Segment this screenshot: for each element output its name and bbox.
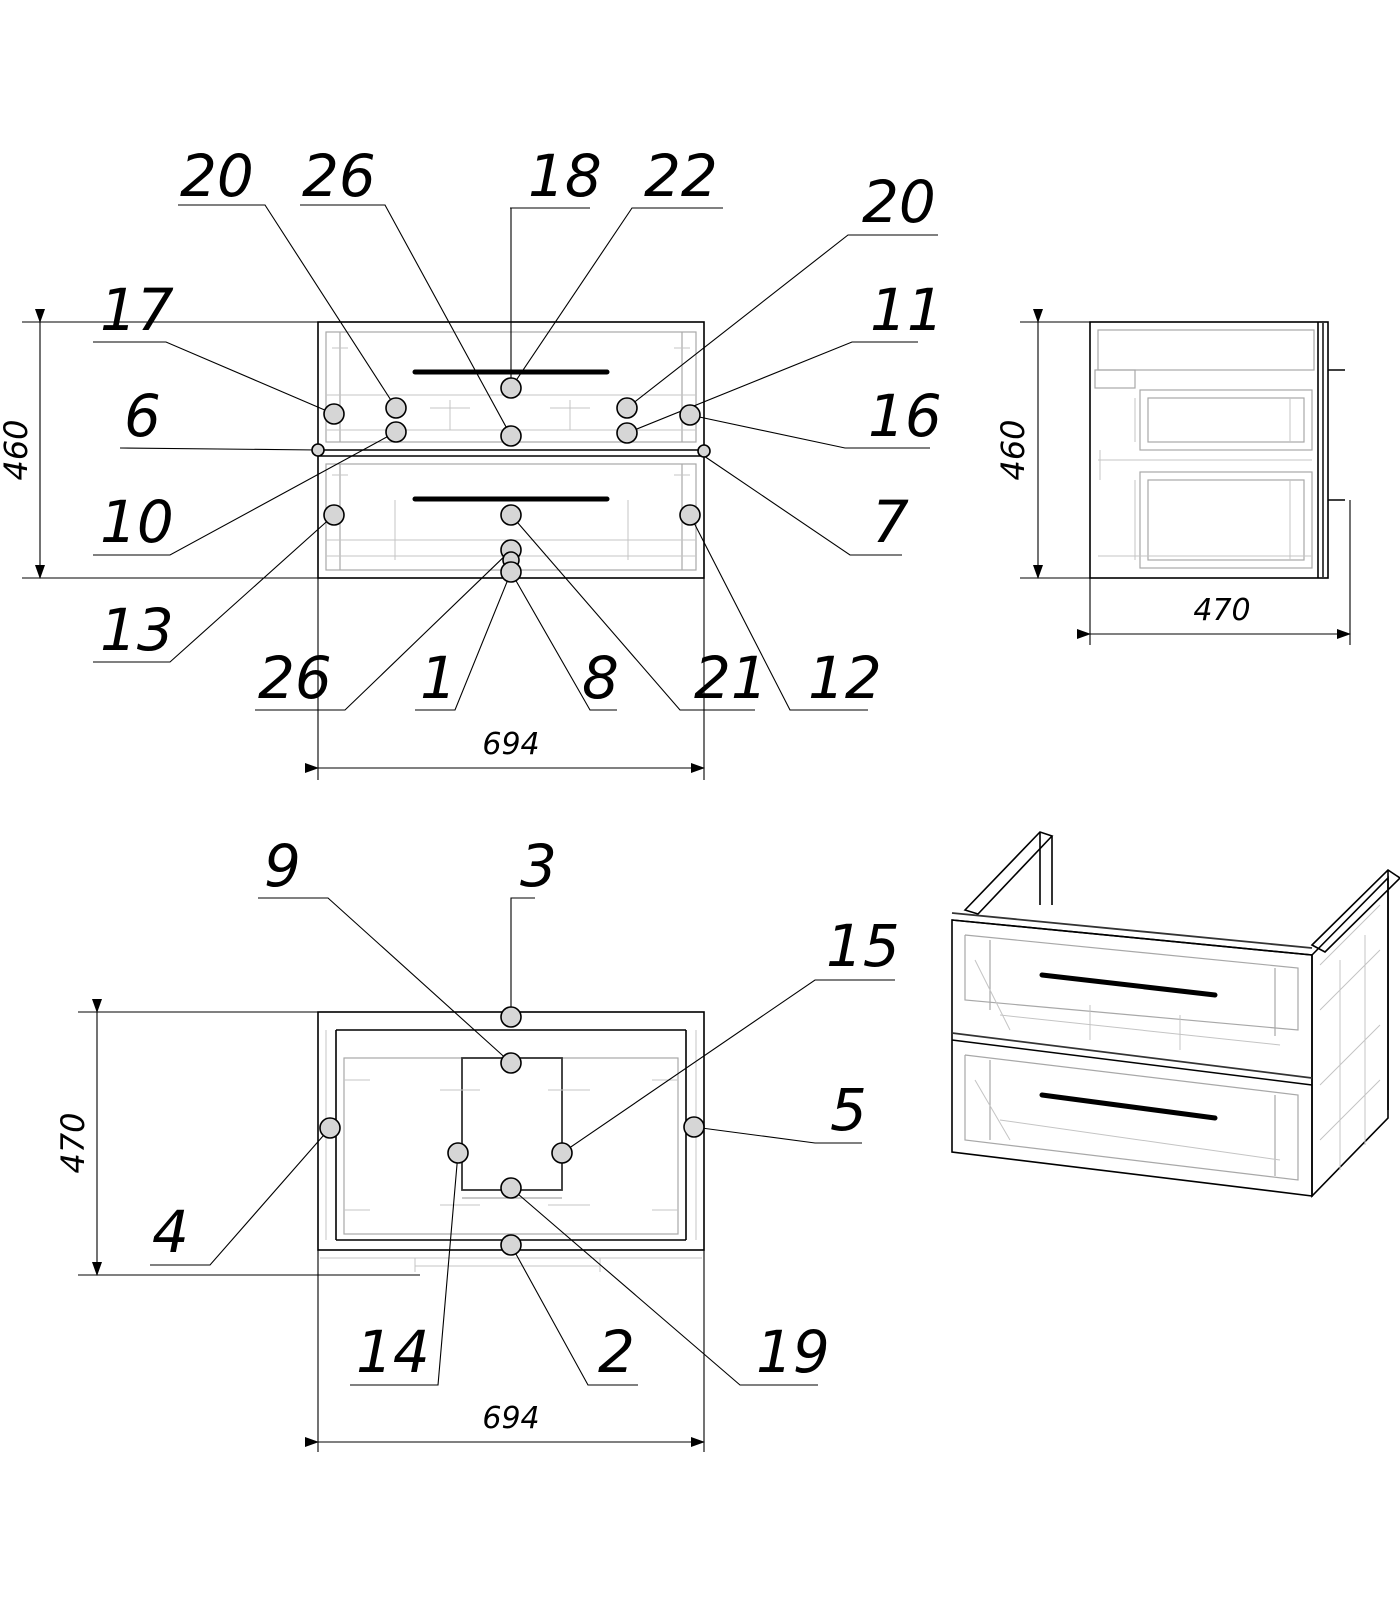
callout-label: 1: [420, 644, 457, 712]
isometric-internal-structure: [964, 904, 1381, 1181]
front-width-dimension: 694: [305, 578, 705, 780]
callout-label: 13: [100, 596, 174, 664]
side-view-outline: [1089, 321, 1329, 579]
top-view-outline: [317, 1011, 705, 1251]
front-height-dimension: 460: [0, 309, 318, 579]
front-width-value: 694: [482, 727, 539, 762]
callout-label: 18: [528, 142, 602, 210]
isometric-front-face: [951, 919, 1313, 1197]
side-depth-dimension: 470: [1077, 500, 1351, 645]
callout-label: 7: [872, 488, 909, 556]
callout-label: 6: [124, 382, 161, 450]
callout-label: 4: [152, 1198, 189, 1266]
side-view: 460 470: [994, 309, 1351, 645]
callout-label: 22: [644, 142, 718, 210]
top-view: 9 3 15 5 4 14 2 19 470 694: [54, 832, 900, 1452]
top-width-value: 694: [482, 1401, 539, 1436]
front-view-leaders: [93, 204, 938, 711]
callout-label: 26: [258, 644, 332, 712]
side-view-internal-structure: [1094, 329, 1315, 569]
front-view: 20 26 18 22 20 17 11 6 16 10 7 13 12 26 …: [0, 142, 944, 780]
callout-label: 8: [582, 644, 619, 712]
iso-upper-handle: [1039, 972, 1218, 998]
isometric-view: [951, 831, 1400, 1198]
top-view-nodes: [319, 1006, 705, 1256]
callout-label: 2: [598, 1318, 635, 1386]
callout-label: 11: [870, 276, 944, 344]
callout-label: 20: [862, 168, 936, 236]
top-depth-value: 470: [54, 1112, 92, 1173]
front-height-value: 460: [0, 419, 35, 480]
top-depth-dimension: 470: [54, 999, 420, 1276]
callout-label: 14: [356, 1318, 430, 1386]
callout-label: 16: [868, 382, 942, 450]
top-view-leaders: [150, 897, 895, 1386]
callout-label: 17: [100, 276, 174, 344]
side-height-value: 460: [994, 419, 1032, 480]
callout-label: 21: [694, 644, 768, 712]
callout-label: 26: [302, 142, 376, 210]
callout-label: 5: [830, 1076, 867, 1144]
callout-label: 10: [100, 488, 174, 556]
front-view-nodes: [311, 377, 711, 583]
side-depth-value: 470: [1193, 593, 1250, 628]
callout-label: 15: [826, 912, 900, 980]
isometric-side-face: [1311, 876, 1389, 1198]
top-width-dimension: 694: [305, 1250, 705, 1452]
callout-label: 12: [808, 644, 882, 712]
callout-label: 20: [180, 142, 254, 210]
callout-label: 19: [756, 1318, 830, 1386]
callout-label: 3: [520, 832, 557, 900]
side-height-dimension: 460: [994, 309, 1090, 579]
callout-label: 9: [264, 832, 301, 900]
iso-lower-handle: [1039, 1092, 1218, 1121]
